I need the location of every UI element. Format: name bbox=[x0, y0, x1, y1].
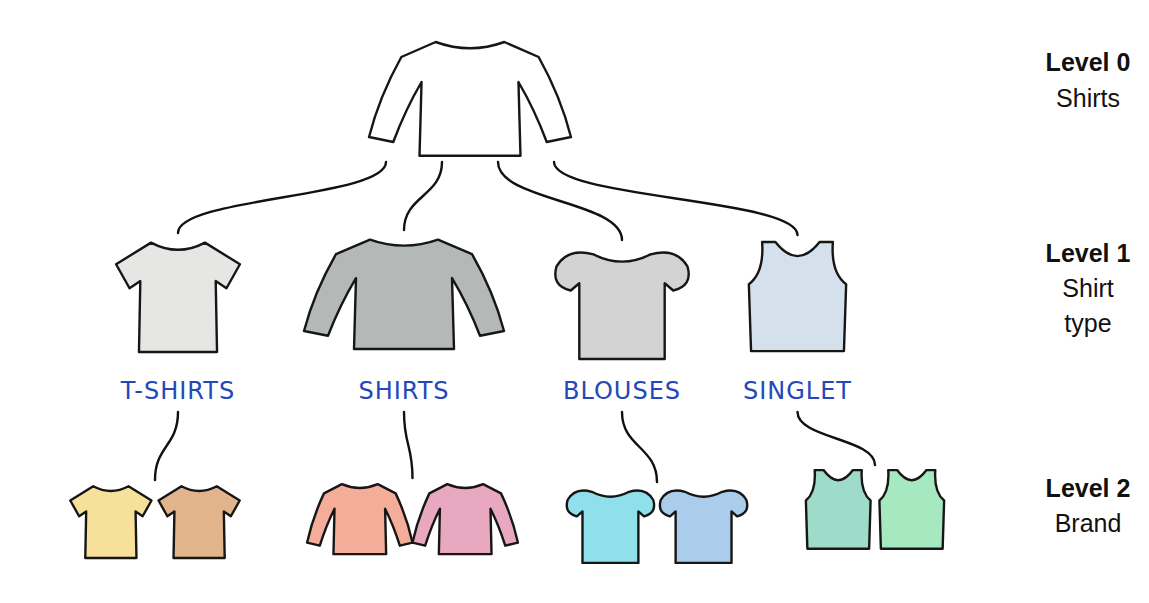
shirt-outline bbox=[555, 252, 688, 359]
shirt-type: SHIRTS bbox=[300, 230, 508, 412]
shirt-outline bbox=[159, 486, 240, 558]
hierarchy-branch bbox=[498, 162, 622, 240]
hierarchy-branch bbox=[554, 162, 798, 235]
hierarchy-branch bbox=[404, 162, 442, 230]
shirt-outline bbox=[304, 240, 504, 349]
level-label: Level 0 bbox=[1023, 45, 1149, 80]
brand-pair bbox=[305, 478, 520, 558]
shirt-drawing bbox=[108, 233, 248, 358]
brand-pair bbox=[65, 480, 245, 562]
level-label: Level 2 bbox=[1023, 471, 1149, 506]
shirt-outline bbox=[806, 470, 871, 549]
level-label: Brand bbox=[1023, 506, 1149, 541]
shirt-outline bbox=[116, 243, 240, 352]
shirt-outline bbox=[413, 484, 518, 554]
hierarchy-branch bbox=[178, 162, 386, 233]
shirt-outline bbox=[660, 490, 747, 562]
level-label: Shirts bbox=[1023, 81, 1149, 116]
shirt-outline bbox=[879, 470, 944, 549]
shirt-drawing bbox=[365, 32, 575, 162]
shirt-drawing bbox=[740, 235, 855, 357]
shirt-drawing bbox=[548, 240, 696, 365]
shirt-type: T-SHIRTS bbox=[108, 233, 248, 412]
brand-pair bbox=[800, 465, 950, 553]
shirt-drawing bbox=[300, 230, 508, 355]
shirt-drawing bbox=[65, 480, 245, 562]
level-label: Level 1 bbox=[1023, 236, 1149, 271]
shirt-outline bbox=[567, 490, 654, 562]
shirt-drawing bbox=[562, 482, 752, 567]
brand-pair bbox=[562, 482, 752, 567]
shirt-outline bbox=[369, 42, 571, 156]
shirt-drawing bbox=[800, 465, 950, 553]
type-label: SINGLET bbox=[743, 376, 852, 406]
shirt-outline bbox=[307, 484, 412, 554]
type-label: SHIRTS bbox=[358, 376, 449, 406]
shirt-type: SINGLET bbox=[737, 235, 859, 412]
shirt-drawing bbox=[305, 478, 520, 558]
type-label: BLOUSES bbox=[563, 376, 681, 406]
hierarchy-branch bbox=[622, 412, 657, 482]
level-label: Shirt type bbox=[1048, 271, 1128, 341]
hierarchy-branch bbox=[798, 412, 876, 465]
type-label: T-SHIRTS bbox=[121, 376, 235, 406]
shirt-outline bbox=[749, 242, 846, 351]
hierarchy-branch bbox=[155, 412, 178, 480]
shirt-outline bbox=[70, 486, 151, 558]
root-shirt bbox=[365, 32, 575, 162]
shirt-type: BLOUSES bbox=[548, 240, 696, 412]
hierarchy-branch bbox=[404, 412, 413, 478]
